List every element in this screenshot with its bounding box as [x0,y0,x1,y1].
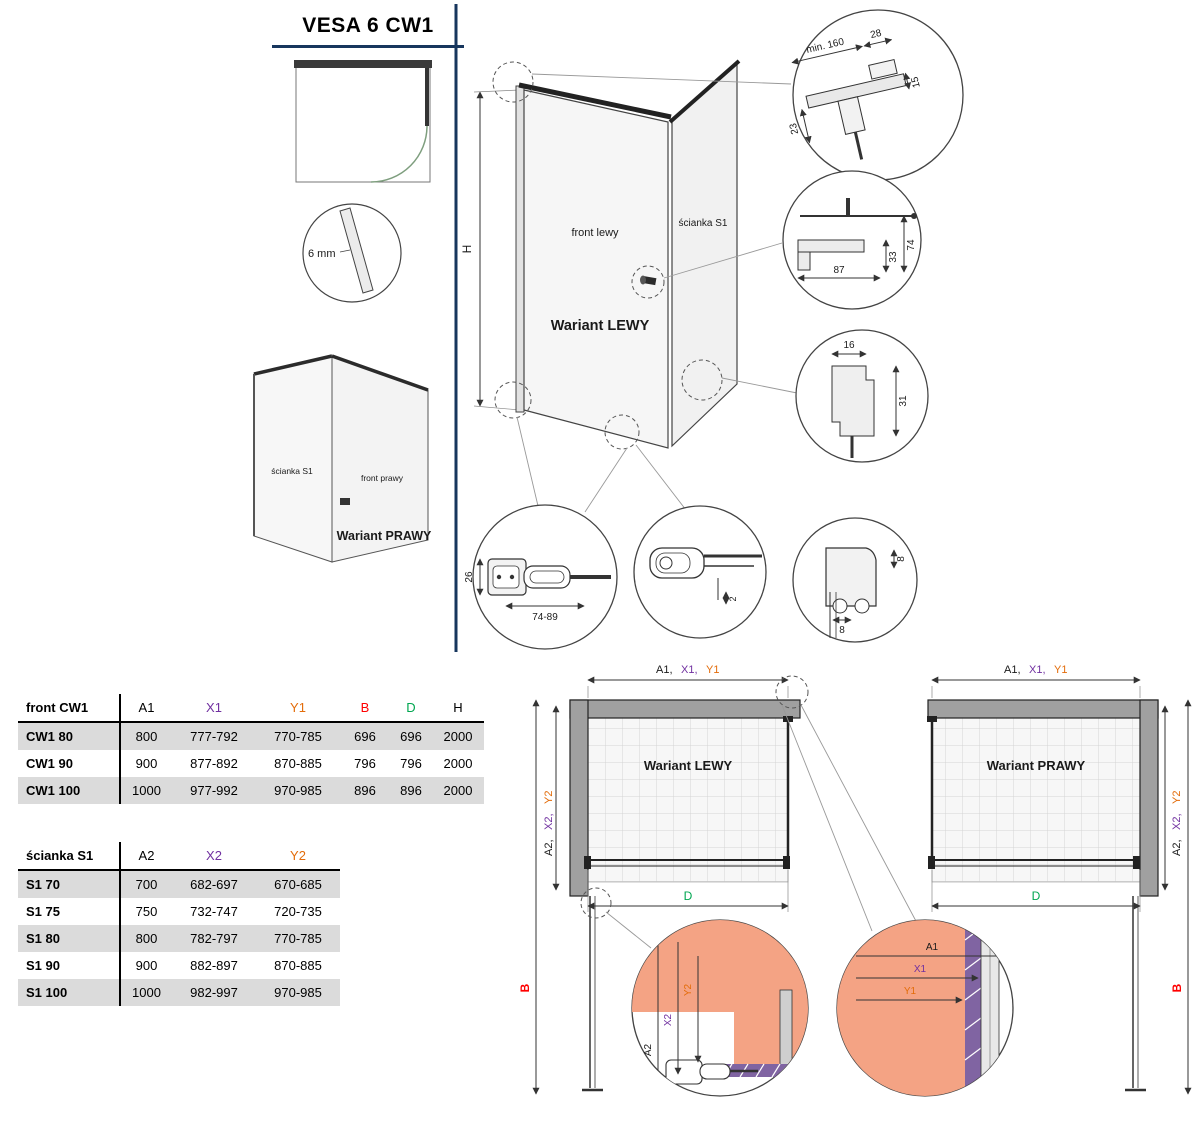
glass-thickness-detail: 6 mm [302,203,402,303]
plan-right-d-dim: D [1032,889,1041,903]
plan-right-top-dim-y1: Y1 [1054,664,1067,676]
dim-8-side: 8 [896,556,907,562]
col-y2: Y2 [290,848,306,863]
detail-corner-left: A2 X2 Y2 [631,919,809,1097]
col-d: D [406,700,416,715]
plan-right-side-dim-y2: Y2 [1171,791,1183,804]
plan-left-side-dim-y2: Y2 [543,791,555,804]
table-row: S1 90 900 882-897 870-885 [18,952,340,979]
plan-wariant-lewy: Wariant LEWY A1, X1, Y1 A2, X2, Y2 B D [520,664,918,1095]
table-front-header-row: front CW1 A1 X1 Y1 B D H [18,694,484,722]
col-x1: X1 [206,700,222,715]
plan-wariant-prawy: Wariant PRAWY A1, X1, Y1 A2, X2, Y2 B D [927,664,1192,1095]
door-handle [640,275,657,286]
wariant-lewy-drawing: H front lewy ścianka S1 Wariant LEWY [460,59,798,513]
technical-drawing-top: 6 mm ścianka S1 front prawy Wariant PRAW… [253,4,964,652]
plan-right-side-dim-a2: A2, [1171,839,1183,856]
table-row: S1 75 750 732-747 720-735 [18,898,340,925]
plan-left-side-dim-x2: X2, [543,813,555,830]
plan-right-top-dim-x1: X1, [1029,664,1046,676]
col-b: B [360,700,370,715]
table-row: CW1 100 1000 977-992 970-985 896 896 200… [18,777,484,804]
dim-31: 31 [898,395,909,407]
col-a1: A1 [138,700,155,715]
table-row: CW1 80 800 777-792 770-785 696 696 2000 [18,722,484,750]
detail-b-y1: Y1 [904,986,917,997]
scianka-s1-label-small: ścianka S1 [271,466,313,476]
detail-hinge-top: 87 33 74 [782,170,922,310]
glass-thickness-label: 6 mm [308,248,336,260]
plan-right-title: Wariant PRAWY [987,758,1086,773]
dim-74-89: 74-89 [532,612,558,623]
col-x2: X2 [206,848,222,863]
front-lewy-label: front lewy [571,227,619,239]
plan-left-d-dim: D [684,889,693,903]
top-view-schematic [294,60,432,183]
table-row: S1 100 1000 982-997 970-985 [18,979,340,1006]
plan-right-top-dim-a1: A1, [1004,664,1021,676]
table-front-title: front CW1 [18,694,121,722]
dim-28: 28 [869,28,883,41]
detail-a-x2: X2 [663,1013,674,1026]
detail-b-x1: X1 [914,964,927,975]
detail-clamp: 2 [633,505,767,639]
table-row: S1 80 800 782-797 770-785 [18,925,340,952]
dim-23: 23 [788,122,801,136]
wariant-prawy-drawing: ścianka S1 front prawy Wariant PRAWY [253,354,432,563]
dim-15: 15 [909,75,922,89]
table-wall-header-row: ścianka S1 A2 X2 Y2 [18,842,340,870]
detail-a-y2: Y2 [683,983,694,996]
detail-b-a1: A1 [926,942,939,953]
detail-corner-right: A1 X1 Y1 [836,919,1014,1097]
dim-26: 26 [464,571,475,583]
plan-views-drawing: Wariant LEWY A1, X1, Y1 A2, X2, Y2 B D [520,664,1192,1097]
table-row: CW1 90 900 877-892 870-885 796 796 2000 [18,750,484,777]
plan-right-side-dim-x2: X2, [1171,813,1183,830]
table-wall-title: ścianka S1 [18,842,121,870]
col-a2: A2 [138,848,155,863]
detail-bracket: 16 31 [795,329,929,463]
dim-74: 74 [906,239,917,251]
detail-wall-profile: min. 160 28 15 23 [788,9,964,181]
dim-8-bottom: 8 [839,625,845,636]
col-h: H [453,700,463,715]
dim-16: 16 [843,340,855,351]
h-dimension-label: H [460,245,474,254]
plan-left-top-dim-y1: Y1 [706,664,719,676]
dim-2: 2 [728,596,738,601]
dim-33: 33 [888,251,899,263]
scianka-s1-label: ścianka S1 [679,218,728,229]
wariant-prawy-label: Wariant PRAWY [337,529,432,543]
plan-left-b-dim: B [520,983,532,992]
plan-right-b-dim: B [1170,983,1184,992]
front-prawy-label: front prawy [361,473,404,483]
plan-left-top-dim-a1: A1, [656,664,673,676]
table-front-cw1: front CW1 A1 X1 Y1 B D H CW1 80 800 777-… [18,694,484,804]
door-handle-small [340,498,350,505]
detail-bottom-profile: 8 8 [792,517,918,643]
table-scianka-s1: ścianka S1 A2 X2 Y2 S1 70 700 682-697 67… [18,842,340,1006]
plan-left-side-dim-a2: A2, [543,839,555,856]
table-row: S1 70 700 682-697 670-685 [18,870,340,898]
col-y1: Y1 [290,700,306,715]
detail-a-a2: A2 [643,1043,654,1056]
plan-left-title: Wariant LEWY [644,758,733,773]
page-title: VESA 6 CW1 [272,14,464,48]
plan-left-top-dim-x1: X1, [681,664,698,676]
dim-87: 87 [833,265,845,276]
wariant-lewy-label: Wariant LEWY [551,318,650,334]
detail-wall-bracket: 26 74-89 [464,504,618,650]
